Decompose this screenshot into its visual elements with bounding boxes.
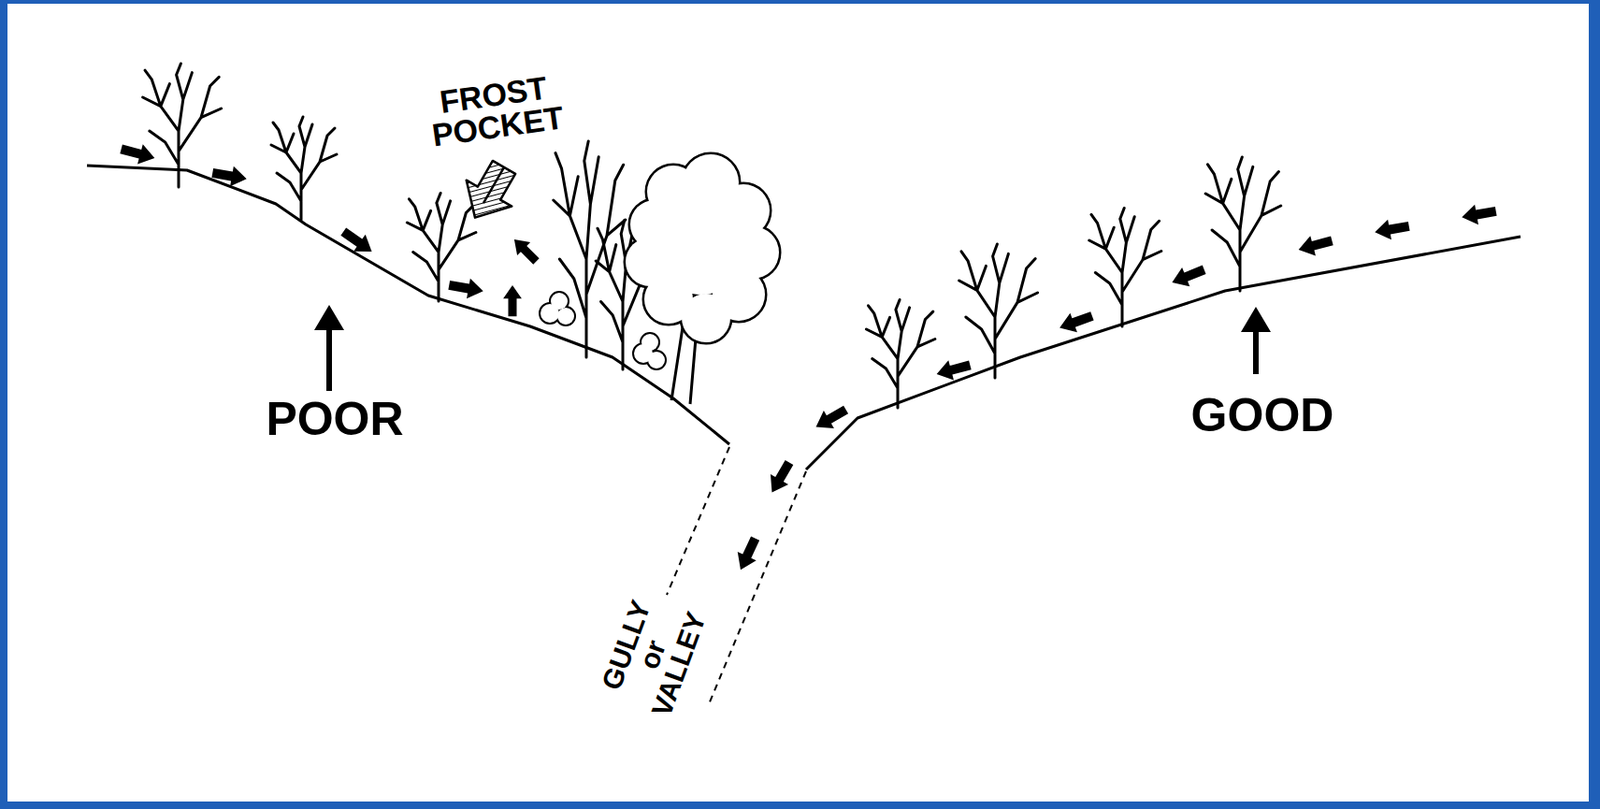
bare-tree xyxy=(143,63,222,188)
picture-ground: FROST POCKET POOR GOOD GULLY or VALLEY xyxy=(7,3,1589,802)
gully-label: GULLY or VALLEY xyxy=(592,586,713,723)
cold-air-arrow xyxy=(118,139,1499,575)
frost-pocket-label: FROST POCKET xyxy=(422,68,569,153)
marker-arrow xyxy=(314,304,1271,391)
bare-tree xyxy=(143,63,1282,408)
shrub xyxy=(540,292,665,369)
slope-rating-label: POOR xyxy=(262,394,406,444)
slope-rating-label: GOOD xyxy=(1188,390,1338,440)
leafy-tree xyxy=(625,154,779,404)
illustration xyxy=(7,3,1589,802)
bare-tree xyxy=(271,116,337,220)
bare-tree xyxy=(959,244,1038,378)
bare-tree xyxy=(865,300,936,409)
bare-tree xyxy=(1205,157,1282,291)
bare-tree xyxy=(1089,208,1162,328)
pointer-arrow xyxy=(452,154,527,231)
